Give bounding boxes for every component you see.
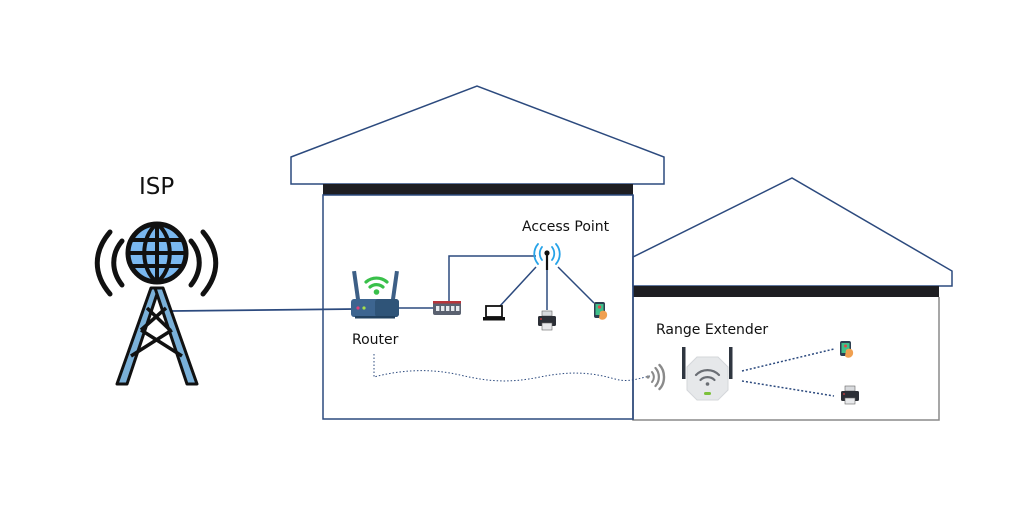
radio-wave-right-inner — [188, 238, 202, 288]
wireless-signal-icon — [646, 363, 666, 391]
hand — [845, 348, 854, 358]
link-router-extender-wireless — [373, 354, 651, 382]
globe-grid — [128, 222, 186, 284]
printer-paper-out — [844, 397, 856, 405]
ap-tip — [544, 250, 550, 256]
extender-body — [686, 356, 729, 401]
main-house — [290, 85, 665, 420]
annex-house-roof — [632, 177, 953, 287]
link-ap-laptop — [499, 266, 537, 307]
radio-wave-left-inner — [111, 238, 125, 288]
signal-dot — [646, 375, 650, 379]
extender-wifi-arc-inner — [699, 376, 716, 382]
router-wifi-arc-inner — [368, 283, 385, 289]
link-extender-phone — [741, 348, 835, 372]
printer-icon-annex — [841, 385, 859, 405]
main-house-roof — [290, 85, 665, 185]
laptop-base — [483, 317, 505, 321]
access-point-icon — [533, 243, 561, 270]
extender-wifi-arc-outer — [694, 369, 721, 377]
extender-antenna-right — [729, 347, 733, 379]
phone-screen — [841, 343, 850, 353]
annex-house-roof-band — [633, 286, 939, 297]
smartphone-icon-annex — [840, 341, 854, 358]
radio-wave-left-outer — [94, 229, 113, 297]
ap-wave-right-outer — [555, 243, 561, 265]
tower-bracing — [130, 306, 183, 358]
extender-antenna-left — [682, 347, 686, 379]
router-label: Router — [352, 332, 399, 348]
router-icon — [351, 270, 399, 319]
router-led-green — [362, 306, 366, 310]
printer-led — [843, 393, 845, 395]
range-extender-label: Range Extender — [656, 322, 769, 338]
range-extender-icon — [682, 347, 733, 401]
isp-tower-icon — [94, 221, 219, 386]
printer-paper-out — [541, 322, 553, 331]
link-ap-phone — [557, 266, 595, 304]
isp-label: ISP — [139, 174, 175, 200]
printer-icon — [538, 310, 556, 331]
printer-paper-in — [844, 385, 856, 392]
router-base — [355, 316, 395, 319]
laptop-screen — [485, 305, 503, 318]
link-extender-printer — [741, 380, 835, 397]
signal-arc-1 — [651, 371, 655, 383]
ap-wave-right-inner — [551, 246, 556, 261]
phone-screen — [595, 304, 604, 315]
annex-house-walls — [632, 297, 940, 421]
annex-house — [632, 177, 953, 421]
ap-wave-left-outer — [533, 243, 539, 265]
phone-screen-dot — [597, 305, 602, 309]
link-isp-router — [171, 308, 357, 312]
signal-arc-3 — [658, 363, 666, 391]
extender-status-led — [704, 392, 711, 395]
radio-wave-right-outer — [200, 229, 219, 297]
router-body-shade — [375, 299, 399, 317]
router-wifi-arc-outer — [364, 276, 389, 284]
extender-wifi-dot — [705, 382, 710, 386]
router-led-red — [356, 306, 360, 310]
router-antenna-right — [390, 270, 399, 301]
hand — [599, 310, 608, 320]
router-wifi-dot — [373, 289, 380, 295]
router-antenna-left — [352, 270, 361, 301]
ap-wave-left-inner — [538, 246, 543, 261]
laptop-icon — [483, 305, 505, 321]
link-switch-access-point — [448, 255, 536, 301]
printer-led — [540, 318, 542, 320]
switch-ports — [436, 306, 460, 311]
smartphone-icon — [594, 302, 608, 320]
main-house-roof-band — [323, 184, 633, 195]
switch-top-strip — [433, 301, 461, 304]
signal-arc-2 — [654, 366, 660, 388]
access-point-label: Access Point — [522, 219, 610, 235]
network-switch-icon — [433, 301, 461, 315]
printer-paper-in — [541, 310, 553, 317]
phone-screen-dot — [844, 344, 847, 348]
